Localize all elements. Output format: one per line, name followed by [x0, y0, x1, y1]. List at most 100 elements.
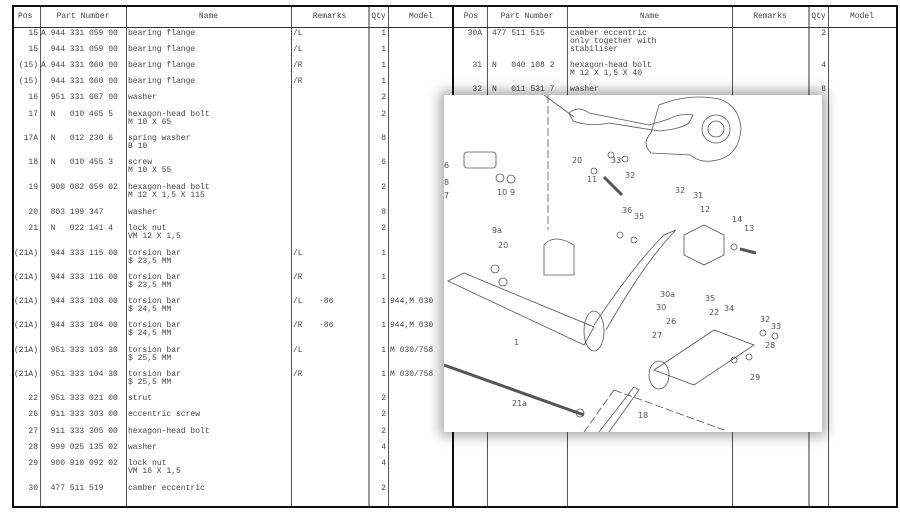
qty-cell: 8 — [381, 134, 386, 143]
name-cell: torsion bar — [128, 321, 181, 330]
qty-cell: 1 — [381, 370, 386, 379]
qty-cell: 2 — [381, 224, 386, 233]
pos-cell: 19 — [28, 183, 38, 192]
pos-cell: (15) — [18, 61, 38, 70]
torsion-bar — [444, 363, 585, 417]
name-cell: bearing flange — [128, 61, 196, 70]
mount-bracket — [683, 224, 725, 266]
diagram-callout-label: 8 — [444, 178, 449, 187]
remarks-cell: /R — [293, 370, 303, 379]
name-cell: torsion bar — [128, 346, 181, 355]
name-cell: hexagon-head bolt — [128, 110, 210, 119]
diagram-callout-label: 20 — [498, 241, 508, 250]
name-cell: washer — [128, 208, 157, 217]
diagram-callout-label: 30a — [660, 290, 675, 299]
part-number-cell: 944 333 116 00 — [41, 273, 118, 282]
name-detail: M 12 X 1,5 X 115 — [128, 191, 205, 200]
part-number-cell: 951 333 104 30 — [41, 370, 118, 379]
remarks-cell: /L — [293, 346, 303, 355]
header-remarks: Remarks — [312, 12, 347, 21]
pos-cell: 27 — [28, 427, 38, 436]
pos-cell: (21A) — [14, 321, 39, 330]
diagram-callout-label: 32 — [675, 186, 685, 195]
diagram-callout-label: 35 — [634, 212, 644, 221]
trailing-arm-spring-plate — [593, 229, 677, 331]
diagram-callout-label: 9 — [510, 188, 515, 197]
diagram-callout-label: 22 — [709, 308, 719, 317]
pos-cell: 17A — [23, 134, 38, 143]
header-part-number: Part Number — [500, 12, 554, 21]
diagram-callout-label: 10 — [497, 188, 507, 197]
qty-cell: 2 — [821, 29, 826, 38]
pos-cell: 28 — [28, 443, 38, 452]
diagram-callout-label: 13 — [744, 224, 754, 233]
diagram-callout-label: 35 — [705, 294, 715, 303]
name-cell: hexagon-head bolt — [128, 427, 210, 436]
remarks-cell: /R — [293, 321, 303, 330]
diagram-callout-label: 6 — [444, 161, 449, 170]
name-detail: M 12 X 1,5 X 40 — [570, 69, 643, 78]
qty-cell: 2 — [381, 110, 386, 119]
pos-cell: (21A) — [14, 370, 39, 379]
diagram-callout-label: 18 — [638, 411, 648, 420]
name-cell: bearing flange — [128, 77, 196, 86]
pos-cell: (21A) — [14, 346, 39, 355]
pos-cell: (21A) — [14, 249, 39, 258]
header-name: Name — [639, 12, 660, 21]
parts-table-left: Pos Part Number Name Remarks Qty Model 1… — [12, 5, 454, 508]
diagram-callout-label: 21a — [512, 399, 527, 408]
part-number-cell: 944 333 115 00 — [41, 249, 118, 258]
name-cell: camber eccentric — [128, 484, 205, 493]
qty-cell: 4 — [381, 443, 386, 452]
qty-cell: 1 — [381, 45, 386, 54]
table-header: Pos Part Number Name Remarks Qty Model — [14, 7, 453, 28]
diagram-callout-label: 29 — [750, 373, 760, 382]
pos-cell: 30 — [28, 484, 38, 493]
qty-cell: 1 — [381, 77, 386, 86]
hub-bearing — [701, 114, 731, 144]
diagram-callout-label: 7 — [444, 191, 449, 200]
header-model: Model — [849, 12, 874, 21]
name-cell: bearing flange — [128, 29, 196, 38]
part-18 — [598, 386, 640, 432]
pos-cell: 26 — [28, 410, 38, 419]
name-cell: torsion bar — [128, 273, 181, 282]
name-cell: screw — [128, 158, 153, 167]
name-detail: M 10 X 55 — [128, 166, 172, 175]
header-qty: Qty — [371, 12, 386, 21]
pos-cell: 15 — [28, 45, 38, 54]
name-detail: $ 24,5 MM — [128, 329, 172, 338]
part-number-cell: 477 511 515 — [492, 29, 545, 38]
pos-cell: 29 — [28, 459, 38, 468]
name-cell: lock nut — [128, 224, 167, 233]
header-part-number: Part Number — [56, 12, 110, 21]
remarks-cell: /L — [293, 249, 303, 258]
qty-cell: 8 — [821, 85, 826, 94]
diagram-callout-label: 32 — [625, 171, 635, 180]
remarks-cell: /L — [293, 45, 303, 54]
part-number-cell: N 010 465 5 — [41, 110, 114, 119]
diagram-callout-label: 31 — [693, 191, 703, 200]
qty-cell: 8 — [381, 208, 386, 217]
part-number-cell: N 011 531 7 — [492, 85, 555, 94]
rubber-mount — [463, 151, 497, 169]
model-cell: M 030/758 — [390, 346, 434, 355]
hub-carrier — [645, 96, 742, 162]
part-number-cell: 951 333 021 00 — [41, 394, 118, 403]
pos-cell: 17 — [28, 110, 38, 119]
part-number-cell: 944 331 059 00 — [41, 45, 118, 54]
qty-cell: 2 — [381, 410, 386, 419]
name-cell: torsion bar — [128, 370, 181, 379]
remarks-cell: /R — [293, 61, 303, 70]
diagram-callout-label: 33 — [611, 156, 621, 165]
bracket — [543, 238, 575, 276]
qty-cell: 2 — [381, 394, 386, 403]
name-cell: eccentric screw — [128, 410, 201, 419]
pos-cell: 21 — [28, 224, 38, 233]
diagram-callout-label: 26 — [666, 317, 676, 326]
remarks-cell: /L — [293, 297, 303, 306]
diagram-callout-label: 28 — [765, 341, 775, 350]
name-cell: washer — [570, 85, 599, 94]
